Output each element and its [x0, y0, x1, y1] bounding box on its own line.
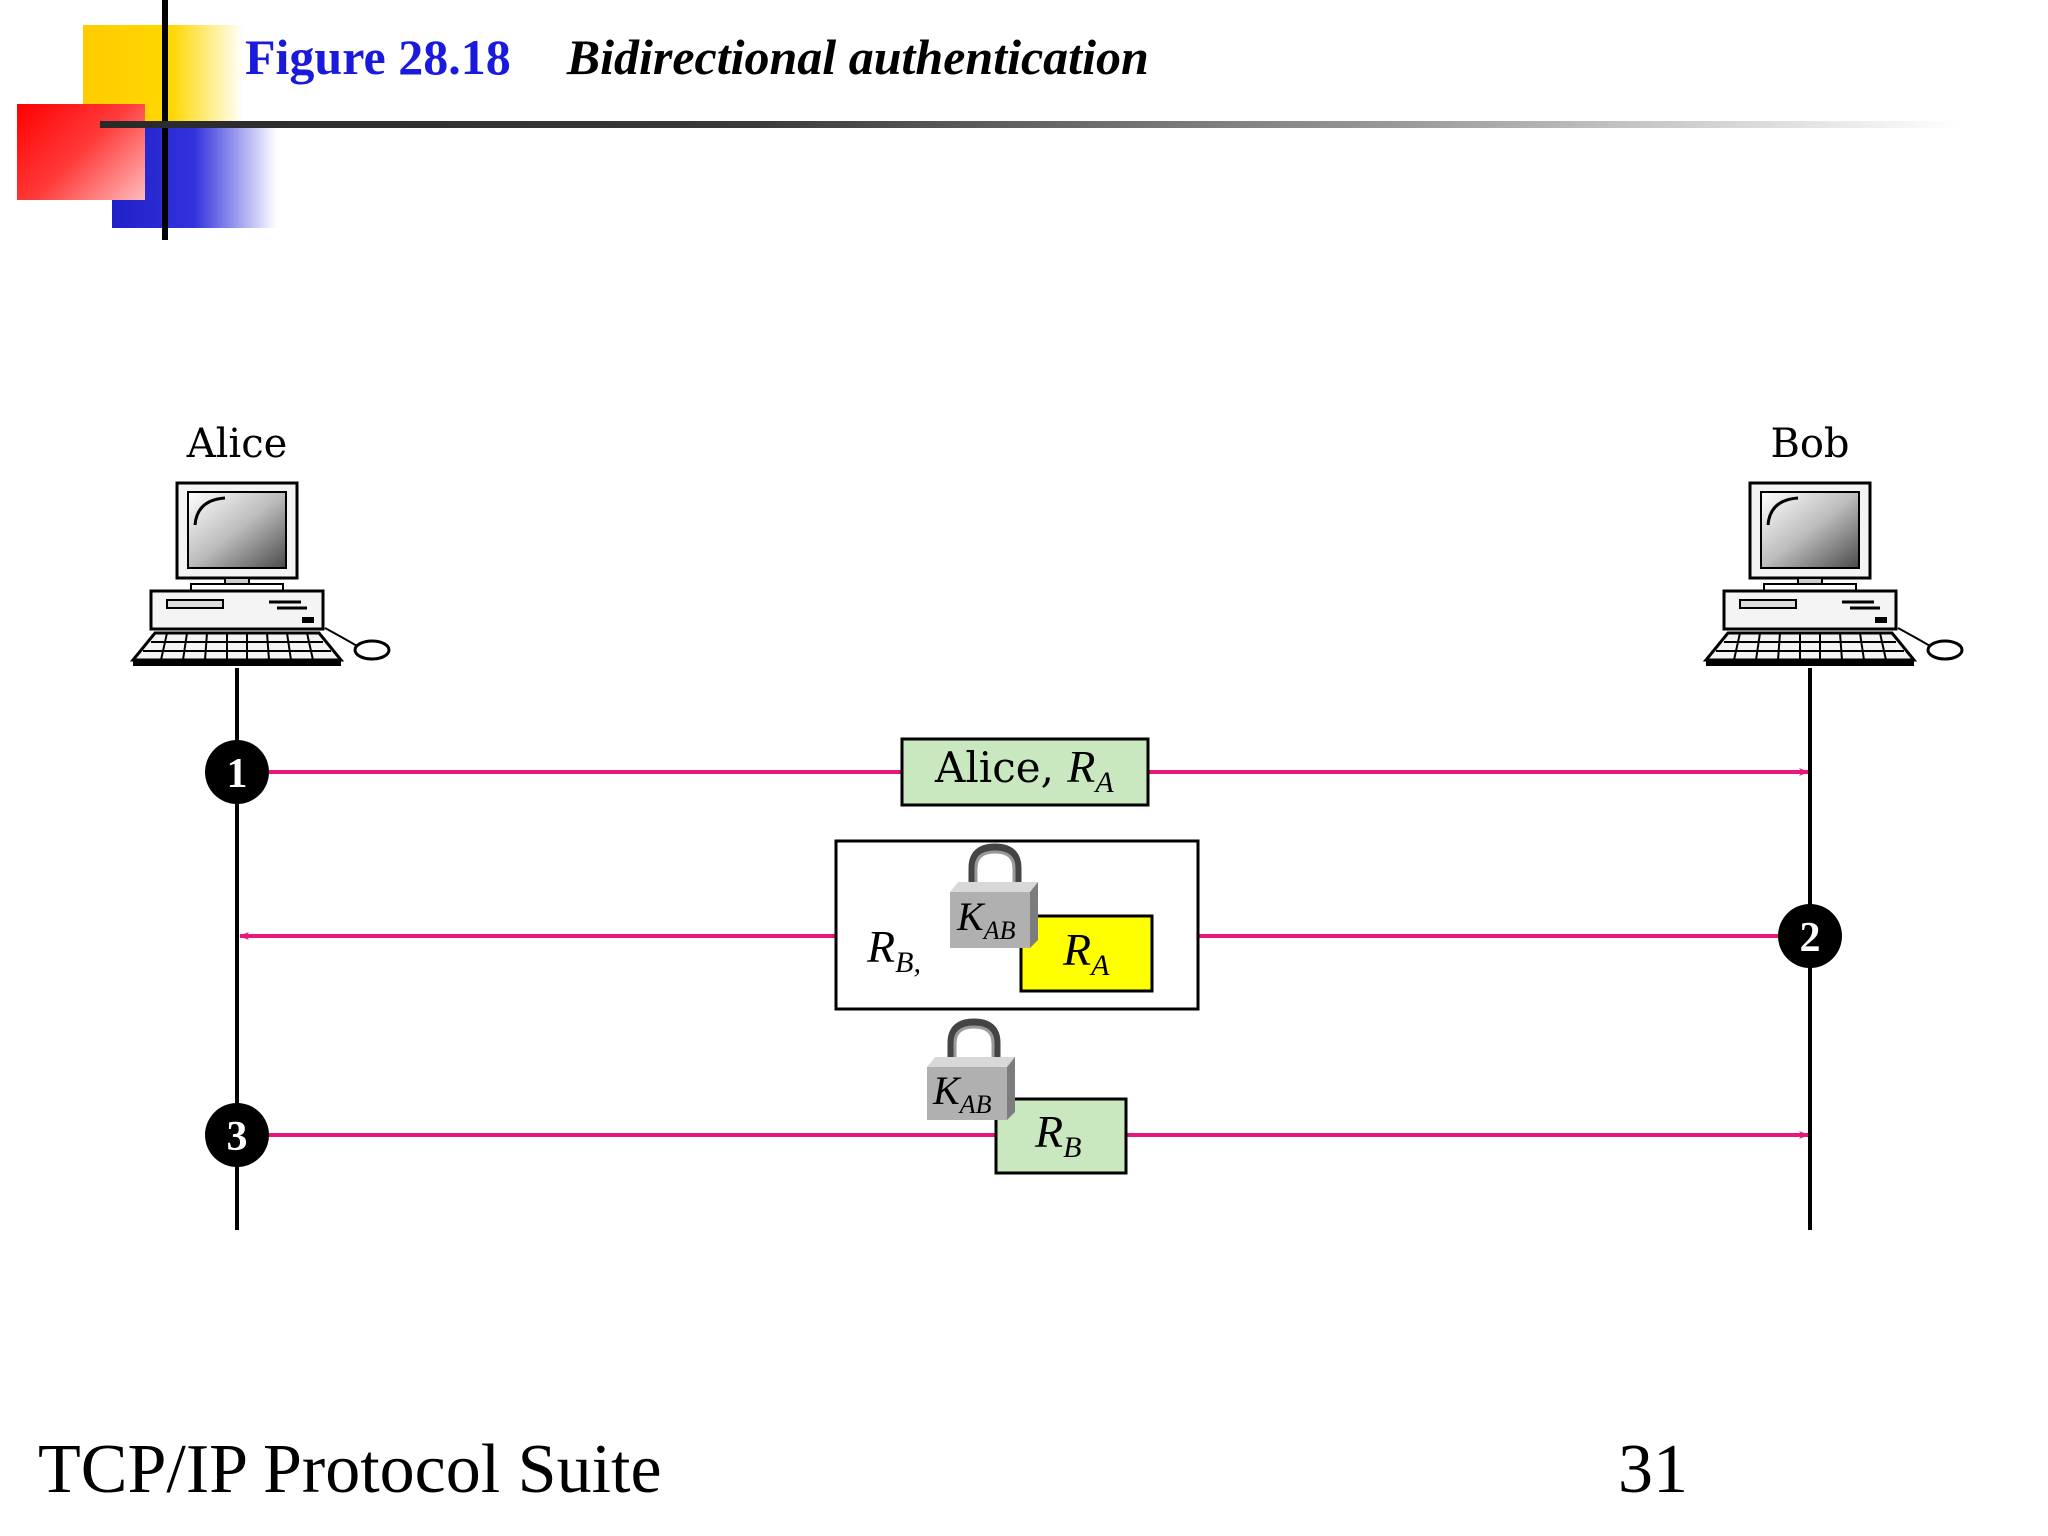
figure-number: Figure 28.18	[245, 29, 511, 85]
message-2-separator: ,	[913, 946, 921, 979]
title-rule	[100, 121, 1960, 128]
message-2-lock-icon: KAB	[950, 843, 1038, 948]
message-2-key-sub: AB	[982, 916, 1016, 945]
message-1-nonce: R	[1066, 741, 1095, 792]
step-3-number: 3	[227, 1114, 248, 1160]
alice-computer-icon	[129, 481, 391, 666]
step-3-badge: 3	[205, 1103, 269, 1167]
svg-text:KAB: KAB	[956, 894, 1016, 945]
figure-caption: Bidirectional authentication	[566, 29, 1149, 85]
figure-title: Figure 28.18 Bidirectional authenticatio…	[245, 28, 1149, 86]
message-3-box: RB KAB	[927, 1018, 1128, 1175]
bob-label: Bob	[1770, 421, 1849, 467]
step-2-number: 2	[1800, 915, 1821, 961]
message-3-inner-nonce: R	[1034, 1106, 1063, 1157]
message-2-outer-nonce-sub: B	[895, 946, 913, 979]
footer-course-title: TCP/IP Protocol Suite	[38, 1431, 662, 1508]
footer-page-number: 31	[1618, 1431, 1688, 1508]
deco-red-square	[17, 104, 145, 200]
svg-text:RB: RB	[1034, 1106, 1081, 1164]
step-1-number: 1	[227, 751, 248, 797]
svg-text:Alice, RA: Alice, RA	[934, 741, 1114, 799]
svg-text:KAB: KAB	[932, 1068, 992, 1119]
message-3-key-sub: AB	[958, 1090, 992, 1119]
message-3-key: K	[932, 1068, 962, 1113]
step-1-badge: 1	[205, 740, 269, 804]
message-3-lock-icon: KAB	[927, 1018, 1015, 1120]
message-2-inner-nonce-sub: A	[1089, 949, 1110, 982]
svg-text:RB,: RB,	[866, 921, 921, 979]
message-1-nonce-sub: A	[1093, 766, 1114, 799]
alice-label: Alice	[186, 421, 288, 467]
message-2-box: RB, RA KAB	[834, 839, 1200, 1011]
bob-computer-icon	[1702, 481, 1964, 666]
step-2-badge: 2	[1778, 904, 1842, 968]
message-2-outer-nonce: R	[866, 921, 895, 972]
message-3-inner-nonce-sub: B	[1063, 1131, 1081, 1164]
message-2-inner-nonce: R	[1062, 924, 1091, 975]
svg-text:RA: RA	[1062, 924, 1110, 982]
message-2-key: K	[956, 894, 986, 939]
deco-vertical-line	[162, 0, 168, 240]
message-1-box: Alice, RA	[900, 737, 1150, 807]
message-1-text: Alice,	[934, 743, 1067, 792]
